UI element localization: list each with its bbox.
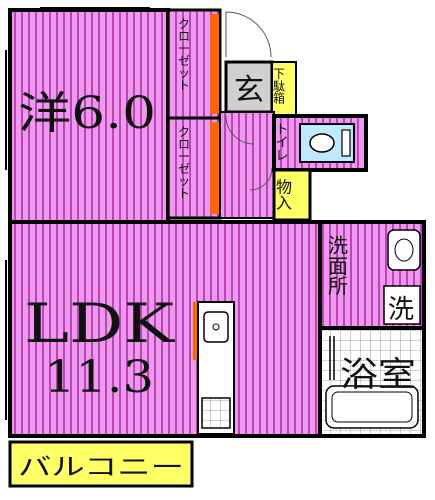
ldk-label-line2: 11.3 [44,352,154,403]
toilet-label: トイレ [276,122,289,164]
entrance-label: 玄 [234,73,264,108]
shoe-box-label: 下駄箱 [273,67,285,105]
closet-lower-label: クローゼット [178,125,190,200]
entry-door [225,11,272,58]
wash-basin-bowl [394,238,414,262]
bath-door [329,336,335,380]
kitchen-stove [201,397,231,429]
washer-label: 洗 [388,295,414,325]
toilet-tank [341,129,351,157]
kitchen-accent [193,302,198,360]
storage-label: 物入 [276,177,292,212]
window-marks [5,7,150,170]
ldk-label-line1: LDK [24,292,176,355]
closet-accent-upper [210,14,219,114]
washroom-label: 洗面所 [328,233,348,298]
hall-door [225,115,273,191]
closet-upper-label: クローゼット [178,17,190,92]
storage [272,168,312,222]
western-room-label: 洋6.0 [18,88,156,139]
closet-accent-lower [210,122,219,214]
bathtub [325,385,419,429]
kitchen-faucet [212,323,220,331]
kitchen-sink [203,311,229,343]
bathroom-label: 浴室 [340,355,416,395]
western-room [8,8,170,224]
balcony-label: バルコニー [18,453,184,481]
washer-space [383,285,421,325]
balcony [8,440,194,488]
wash-basin [387,229,421,271]
toilet-bowl [309,133,335,153]
bathtub-inner [331,391,413,423]
